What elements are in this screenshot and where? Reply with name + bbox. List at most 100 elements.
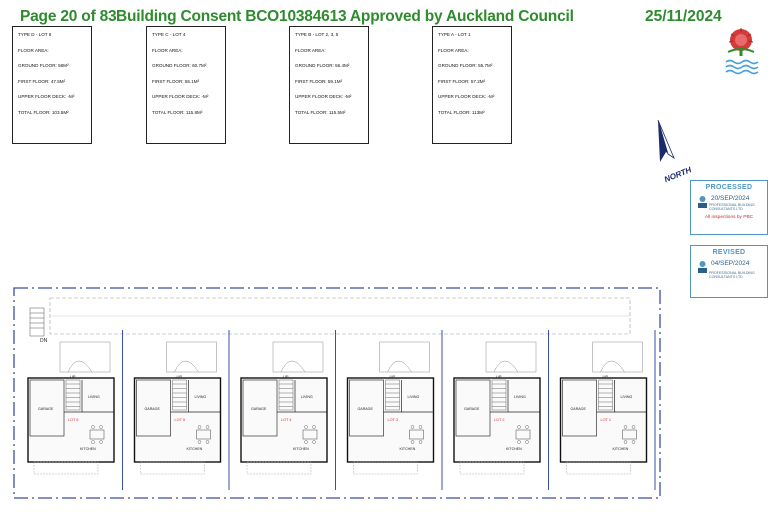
stair-up-label: UP [603,374,609,379]
garage-label: GARAGE [38,407,54,411]
processed-stamp: PROCESSED 20/SEP/2024 PROFESSIONAL BUILD… [690,180,768,235]
dining-table [89,429,105,440]
floor-area-label: FLOOR AREA: [152,47,183,53]
north-label: NORTH [663,165,693,184]
floor-area-label: FLOOR AREA: [295,47,326,53]
stair-up-label: UP [390,374,396,379]
deck-area: UPPER FLOOR DECK: -M² [438,94,495,99]
first-floor-area: FIRST FLOOR: 57.2M² [438,78,486,84]
kitchen-label: KITCHEN [400,447,416,451]
lot-type-label: TYPE C - LOT 4 [152,32,186,37]
dining-table [196,429,211,440]
approval-date: 25/11/2024 [645,8,722,25]
unit-outline [346,377,435,463]
deck-outline [485,341,537,373]
patio-outline [140,461,205,475]
garage-room [29,379,65,437]
living-label: LIVING [195,395,207,399]
patio-outline [33,461,99,475]
kitchen-label: KITCHEN [293,447,309,451]
stair [598,379,613,411]
patio-outline [246,461,312,475]
stair [65,379,81,411]
pohutukawa-flower-icon [727,28,755,56]
lot-label: LOT 5 [175,418,185,422]
kitchen-label: KITCHEN [80,447,96,451]
tree-canopy [280,360,306,373]
stair [491,379,507,411]
deck-outline [272,341,324,373]
tree-canopy [493,360,519,373]
living-label: LIVING [301,395,313,399]
deck-outline [166,341,217,373]
first-floor-area: FIRST FLOOR: 47.5M² [18,78,66,84]
deck-outline [592,341,643,373]
entry-steps [29,307,45,337]
site-boundary [13,287,661,499]
lot-label: LOT 6 [68,418,78,422]
lot-dividers [122,330,656,490]
unit-outline [240,377,328,463]
building-consultant-icon [698,196,707,208]
stair [278,379,294,411]
total-floor-area: TOTAL FLOOR: 113M² [438,109,485,115]
building-consultant-icon [698,261,707,273]
north-arrow: NORTH [657,119,693,184]
ground-floor-area: GROUND FLOOR: 60.7M² [152,63,207,68]
ground-floor-area: GROUND FLOOR: 56.4M² [295,63,350,68]
ground-floor-area: GROUND FLOOR: 56M² [18,63,69,68]
kitchen-label: KITCHEN [506,447,522,451]
living-label: LIVING [621,395,633,399]
unit-outline [559,377,648,463]
dining-table [409,429,424,440]
council-logo [725,28,759,75]
lot-label: LOT 1 [601,418,611,422]
lot-label: LOT 4 [281,418,291,422]
deck-area: UPPER FLOOR DECK: -M² [152,94,209,99]
stair-up-label: UP [70,374,76,379]
unit-outline [27,377,115,463]
stamp-organisation: PROFESSIONAL BUILDING CONSULTANTS LTD [709,271,755,279]
living-label: LIVING [514,395,526,399]
garage-label: GARAGE [464,407,480,411]
kitchen-label: KITCHEN [187,447,203,451]
revised-stamp: REVISED 04/SEP/2024 PROFESSIONAL BUILDIN… [690,245,768,298]
deck-outline [379,341,430,373]
total-floor-area: TOTAL FLOOR: 115.8M² [152,109,203,115]
floor-area-label: FLOOR AREA: [18,47,49,53]
water-waves-icon [725,59,759,75]
garage-label: GARAGE [145,407,161,411]
ground-floor-area: GROUND FLOOR: 55.7M² [438,63,493,68]
lot-type-label: TYPE D - LOT 6 [18,32,52,37]
deck-area: UPPER FLOOR DECK: -M² [18,94,75,99]
first-floor-area: FIRST FLOOR: 55.1M² [152,78,200,84]
page-number: Page 20 of 83 [20,8,117,25]
tree-canopy [174,360,199,373]
patio-outline [566,461,631,475]
stamp-title: PROCESSED [705,184,753,191]
deck-area: UPPER FLOOR DECK: -M² [295,94,352,99]
garage-room [242,379,278,437]
unit-outline [133,377,222,463]
garage-label: GARAGE [251,407,267,411]
stair-up-label: UP [496,374,502,379]
tree-canopy [67,360,93,373]
stamp-organisation: PROFESSIONAL BUILDING CONSULTANTS LTD [709,203,755,211]
stamp-date: 20/SEP/2024 [711,195,750,202]
stamp-title: REVISED [712,249,746,256]
lot-schedule-type-c: TYPE C - LOT 4 FLOOR AREA: GROUND FLOOR:… [146,26,226,144]
stamp-note: All inspections by PBC [704,215,754,220]
lot-schedule-type-b: TYPE B - LOT 2, 3, 5 FLOOR AREA: GROUND … [289,26,369,144]
lot-schedule-type-a: TYPE A - LOT 1 FLOOR AREA: GROUND FLOOR:… [432,26,512,144]
garage-room [455,379,491,437]
page-header: Page 20 of 83 Building Consent BCO103846… [0,8,768,30]
garage-room [349,379,384,437]
total-floor-area: TOTAL FLOOR: 103.5M² [18,109,69,115]
dining-table [515,429,531,440]
